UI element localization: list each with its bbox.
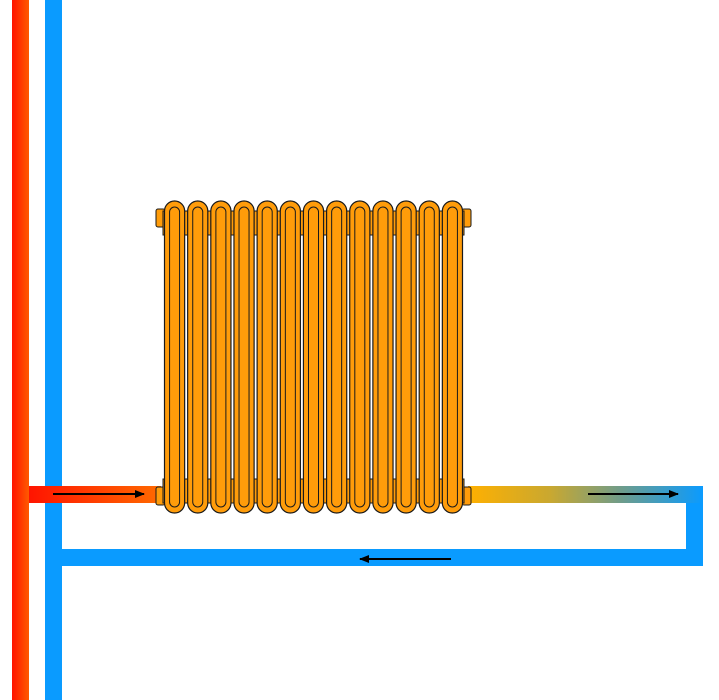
radiator-section-tube xyxy=(261,206,273,508)
radiator-section-tube xyxy=(423,206,435,508)
radiator-section-tube xyxy=(215,206,227,508)
radiator xyxy=(155,200,472,514)
return-pipe-vertical xyxy=(686,486,703,566)
hot-supply-riser xyxy=(12,0,29,700)
radiator-section-tube xyxy=(238,206,250,508)
radiator-section-tube xyxy=(400,206,412,508)
radiator-section-tube xyxy=(308,206,319,508)
radiator-section-tube xyxy=(331,206,343,508)
return-pipe-horizontal xyxy=(45,549,703,566)
radiator-section-tube xyxy=(354,206,366,508)
radiator-section-tube xyxy=(446,206,458,508)
radiator-section-tube xyxy=(284,206,296,508)
radiator-section-tube xyxy=(377,206,389,508)
cold-return-riser xyxy=(45,0,62,700)
radiator-outlet-pipe xyxy=(468,486,703,503)
radiator-section-tube xyxy=(169,206,181,508)
radiator-section-tube xyxy=(192,206,204,508)
